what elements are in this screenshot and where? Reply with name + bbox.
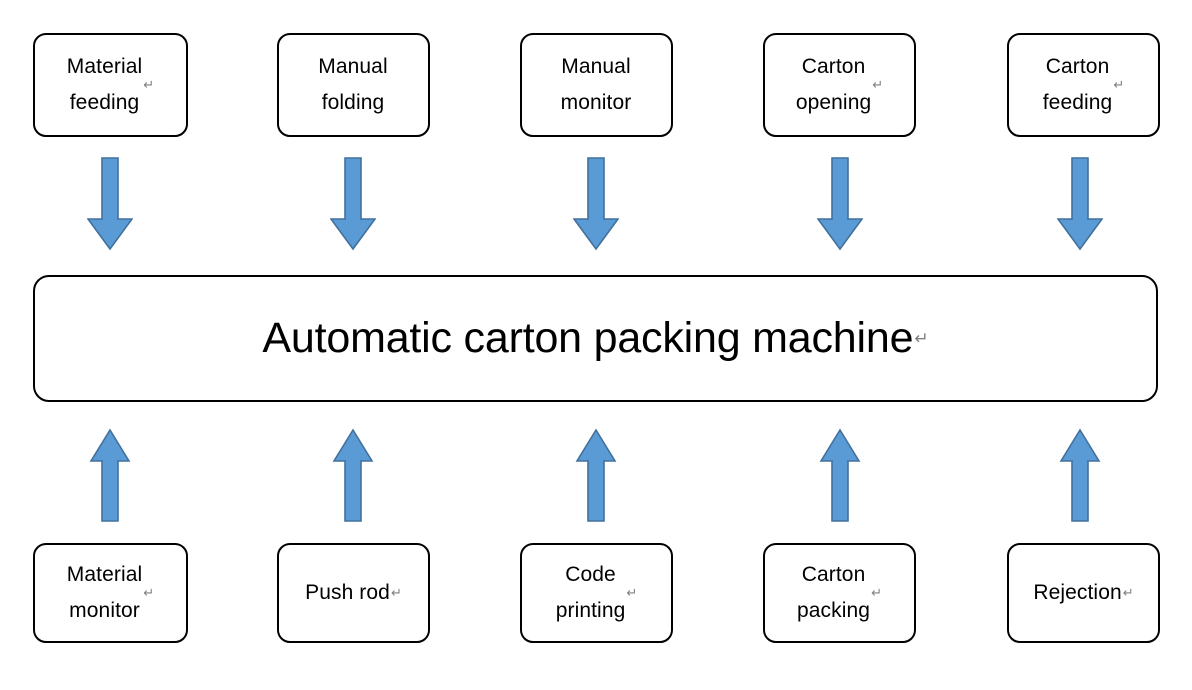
bottom-node-4-pilcrow: ↵ — [871, 585, 882, 600]
bottom-node-3[interactable]: Code printing↵ — [520, 543, 673, 643]
top-node-4-pilcrow: ↵ — [872, 77, 884, 92]
bottom-node-1-pilcrow: ↵ — [143, 585, 155, 600]
arrow-down-icon-5 — [1057, 157, 1103, 251]
bottom-node-1-label: Material monitor — [66, 562, 143, 622]
arrow-down-icon-1 — [87, 157, 133, 251]
top-node-1-label: Material feeding — [66, 54, 143, 114]
arrow-up-icon-3 — [573, 428, 619, 523]
bottom-node-2-pilcrow: ↵ — [390, 585, 402, 600]
bottom-node-5-pilcrow: ↵ — [1122, 585, 1134, 600]
main-process-label: Automatic carton packing machine — [262, 314, 914, 362]
bottom-node-5[interactable]: Rejection↵ — [1007, 543, 1160, 643]
bottom-node-4[interactable]: Carton packing↵ — [763, 543, 916, 643]
top-node-5-pilcrow: ↵ — [1113, 77, 1125, 92]
top-node-1[interactable]: Material feeding↵ — [33, 33, 188, 137]
top-node-5-label: Carton feeding — [1042, 54, 1113, 114]
top-node-4-label: Carton opening — [795, 54, 872, 114]
top-node-3[interactable]: Manual monitor — [520, 33, 673, 137]
main-process-pilcrow: ↵ — [914, 328, 929, 348]
arrow-up-icon-5 — [1057, 428, 1103, 523]
bottom-node-3-label: Code printing — [555, 562, 626, 622]
arrow-down-icon-2 — [330, 157, 376, 251]
main-process-box[interactable]: Automatic carton packing machine↵ — [33, 275, 1158, 402]
top-node-2-label: Manual folding — [318, 54, 388, 114]
bottom-node-5-label: Rejection — [1033, 580, 1122, 604]
top-node-3-label: Manual monitor — [560, 54, 632, 114]
arrow-down-icon-4 — [817, 157, 863, 251]
bottom-node-2-label: Push rod — [305, 580, 390, 604]
top-node-5[interactable]: Carton feeding↵ — [1007, 33, 1160, 137]
arrow-up-icon-4 — [817, 428, 863, 523]
top-node-1-pilcrow: ↵ — [143, 77, 155, 92]
bottom-node-4-label: Carton packing — [797, 562, 871, 622]
arrow-up-icon-1 — [87, 428, 133, 523]
arrow-up-icon-2 — [330, 428, 376, 523]
bottom-node-1[interactable]: Material monitor↵ — [33, 543, 188, 643]
bottom-node-3-pilcrow: ↵ — [626, 585, 638, 600]
top-node-2[interactable]: Manual folding — [277, 33, 430, 137]
arrow-down-icon-3 — [573, 157, 619, 251]
bottom-node-2[interactable]: Push rod↵ — [277, 543, 430, 643]
top-node-4[interactable]: Carton opening↵ — [763, 33, 916, 137]
